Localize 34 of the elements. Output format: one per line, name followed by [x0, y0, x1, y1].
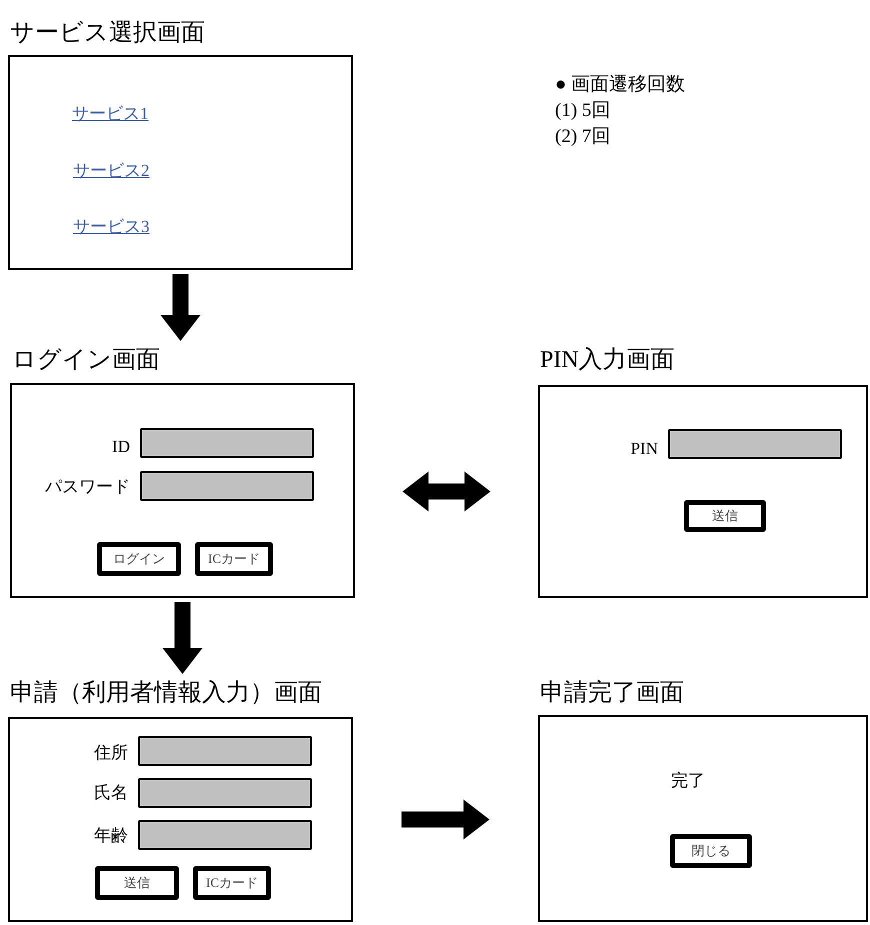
arrow — [402, 800, 490, 840]
field-label: PIN — [630, 439, 658, 459]
arrow — [162, 602, 202, 674]
button: 送信 — [684, 500, 766, 532]
button: ICカード — [195, 542, 273, 576]
field-label: ID — [112, 437, 130, 457]
field-label: 氏名 — [94, 782, 128, 804]
link: サービス2 — [73, 160, 150, 182]
link: サービス1 — [72, 103, 148, 125]
input-field — [140, 471, 314, 501]
screen-title: サービス選択画面 — [10, 19, 205, 48]
input-field — [138, 820, 312, 850]
arrow — [160, 274, 200, 341]
note-text: ● 画面遷移回数 — [555, 73, 686, 97]
screen-title: 申請（利用者情報入力）画面 — [10, 679, 322, 708]
input-field — [140, 428, 314, 458]
arrow — [402, 472, 490, 512]
note-text: (2) 7回 — [555, 125, 612, 149]
screen-title: PIN入力画面 — [540, 346, 675, 375]
field-label: 年齢 — [94, 825, 128, 847]
note-text: (1) 5回 — [555, 99, 612, 123]
field-label: パスワード — [45, 476, 130, 498]
button: 閉じる — [670, 834, 752, 868]
screen-title: 申請完了画面 — [540, 678, 684, 708]
button: ログイン — [97, 542, 181, 576]
button: ICカード — [193, 866, 271, 900]
link: サービス3 — [73, 216, 150, 238]
screen-title: ログイン画面 — [12, 346, 160, 375]
button: 送信 — [95, 866, 179, 900]
input-field — [138, 736, 312, 766]
input-field — [138, 778, 312, 808]
field-label: 住所 — [94, 742, 128, 764]
input-field — [668, 429, 842, 459]
body-text: 完了 — [671, 770, 705, 792]
